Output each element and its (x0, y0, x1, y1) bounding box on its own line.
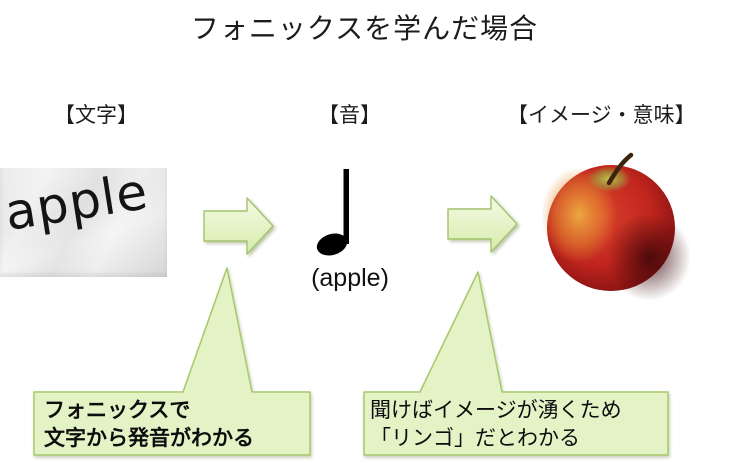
slide-title: フォニックスを学んだ場合 (190, 13, 539, 44)
right-arrow-icon (447, 195, 518, 253)
callout-phonics-text: フォニックスで 文字から発音がわかる (44, 397, 254, 453)
callout-image-line2: 「リンゴ」だとわかる (370, 427, 580, 450)
right-arrow-icon (203, 197, 274, 255)
callout-phonics-line1: フォニックスで (44, 399, 191, 422)
quarter-note-icon (316, 169, 349, 256)
header-image-meaning: 【イメージ・意味】 (507, 104, 696, 127)
callout-image-shape (363, 271, 669, 456)
callout-phonics-shape (33, 267, 311, 456)
header-sound: 【音】 (318, 104, 381, 127)
paper-word: apple (0, 162, 153, 242)
paper-photo: apple (0, 162, 167, 277)
apple-photo (541, 152, 691, 301)
callout-image-text: 聞けばイメージが湧くため 「リンゴ」だとわかる (370, 397, 622, 453)
callout-image-line1: 聞けばイメージが湧くため (370, 399, 622, 422)
note-caption: (apple) (311, 264, 389, 292)
header-letters: 【文字】 (54, 104, 138, 127)
callout-phonics-line2: 文字から発音がわかる (44, 427, 254, 450)
